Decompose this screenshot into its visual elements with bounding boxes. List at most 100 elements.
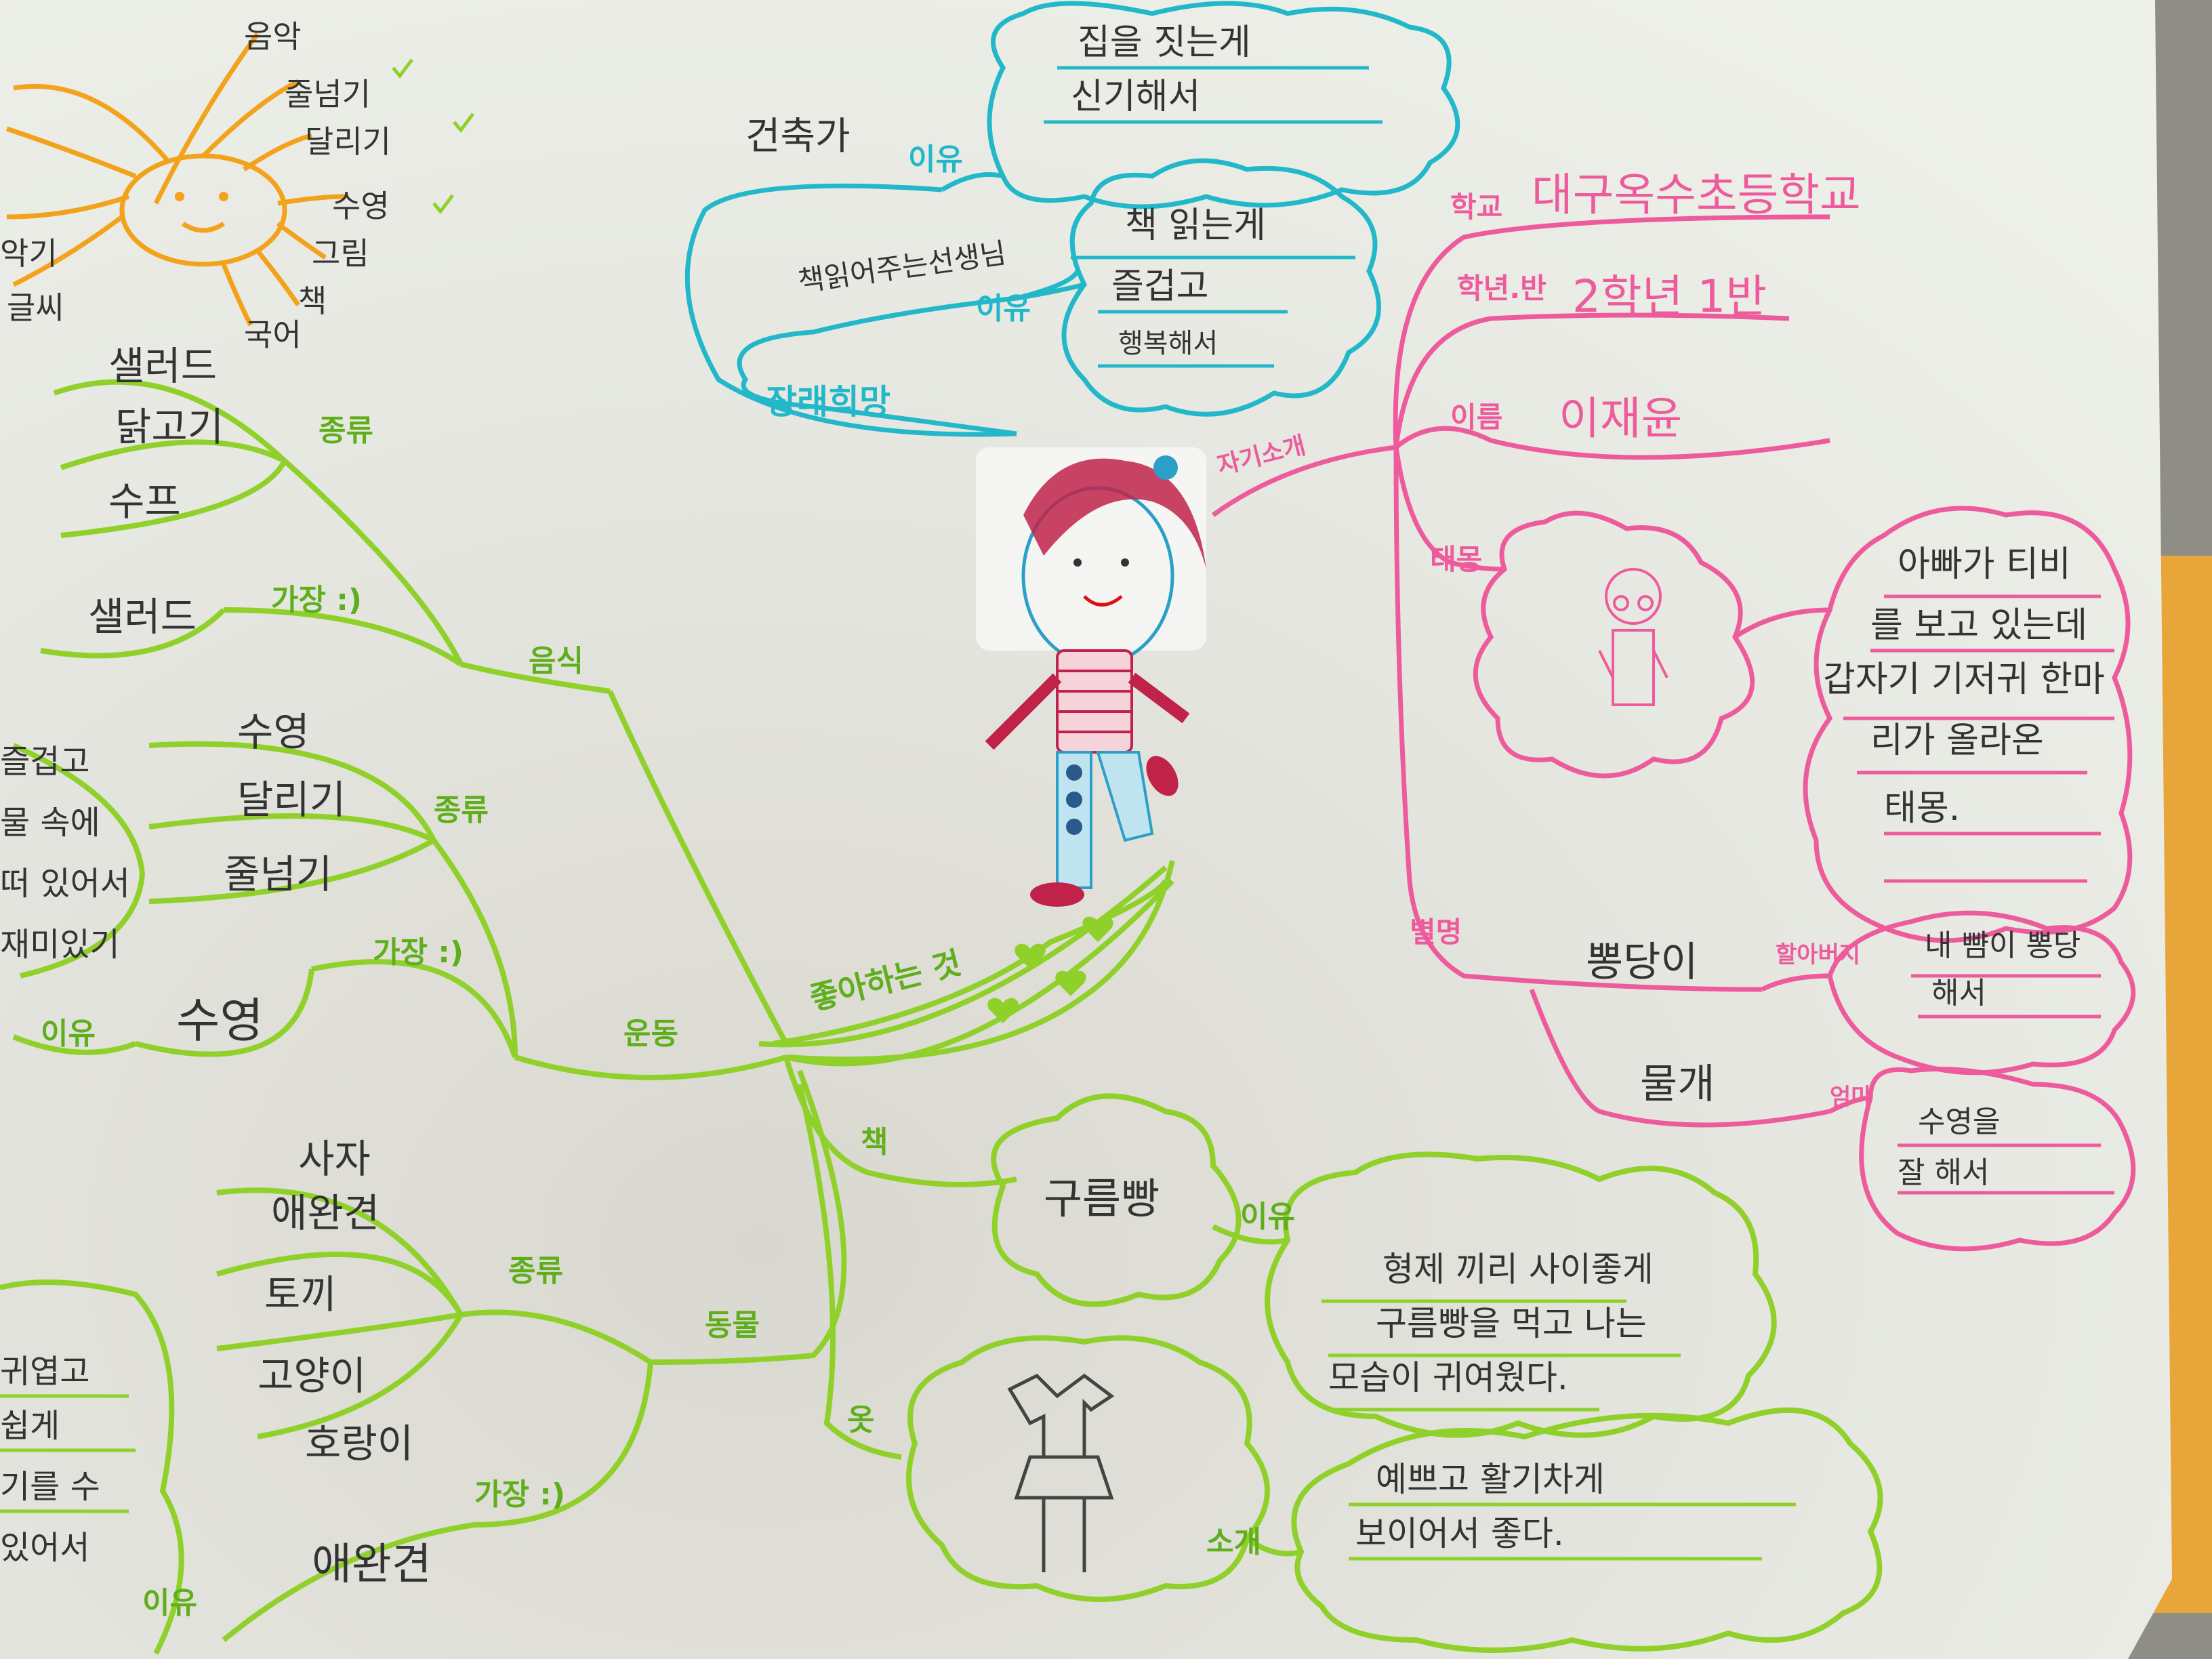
sun-ray: [277, 194, 346, 206]
nick2-reason-line: [1828, 1095, 1871, 1114]
food-kind-line: [283, 459, 464, 665]
sports-kind: 달리기: [237, 777, 346, 823]
birth-story-bubble: [1803, 506, 2133, 943]
animals-kind-label: 종류: [508, 1254, 563, 1288]
dress-drawing-icon: [1007, 1373, 1115, 1572]
sports-reason-line: 재미있기: [0, 926, 120, 964]
branch-line-food: [460, 661, 611, 694]
green-branches: [0, 379, 1883, 1655]
nick2-by: 엄마: [1830, 1084, 1872, 1111]
book-reason-line: 모습이 귀여웠다.: [1328, 1358, 1568, 1397]
name-label: 이름: [1450, 401, 1502, 434]
animal-best: 애완견: [312, 1540, 432, 1590]
green-underlines: [0, 1299, 1796, 1561]
animals-kind-bubble: [216, 1251, 464, 1316]
food-branch-label: 음식: [529, 644, 583, 678]
clothes-reason-line: 보이어서 좋다.: [1355, 1514, 1564, 1553]
birth-story-line: 리가 올라온: [1870, 720, 2044, 761]
person-drawing-icon: [1598, 568, 1668, 706]
sports-kind-line: [431, 838, 518, 1058]
nick1-reason-line: 내 뺨이 뽕당: [1925, 928, 2081, 963]
cyan-branches: [684, 1, 1460, 437]
sports-best-label: 가장 :): [373, 935, 464, 970]
hobby-item: 음악: [244, 18, 302, 55]
job1-reason-label: 이유: [908, 142, 963, 177]
animals-best-label: 가장 :): [474, 1477, 565, 1512]
clothes-reason-bubble: [1291, 1407, 1883, 1653]
child-drawing-icon: [985, 455, 1206, 907]
job2-reason-line: 책 읽는게: [1125, 205, 1266, 246]
animals-best-line: [222, 1361, 653, 1643]
nick1-value: 뽕당이: [1586, 939, 1698, 986]
book-reason-line: 구름빵을 먹고 나는: [1376, 1304, 1647, 1343]
nick2-value: 물개: [1640, 1061, 1715, 1108]
animals-reason-bubble: [0, 1279, 184, 1655]
nick1-reason-bubble: [1827, 910, 2136, 1076]
sun-ray: [153, 32, 260, 205]
birth-story-line: [1734, 607, 1830, 639]
sun-ray: [5, 126, 137, 179]
sun-ray: [201, 79, 300, 158]
food-kind-label: 종류: [319, 413, 373, 448]
hobby-eyes: [175, 192, 228, 201]
job2-reason-label: 이유: [976, 291, 1031, 326]
sports-reason-line: 떠 있어서: [0, 865, 130, 903]
sports-reason-line: 즐겁고: [0, 743, 89, 781]
food-kind: 닭고기: [115, 404, 224, 450]
dream-branch-label: 장래희망: [766, 382, 890, 422]
hobby-item: 줄넘기: [285, 76, 371, 112]
sun-ray: [276, 222, 327, 260]
job2-line: [1016, 282, 1085, 301]
sports-kind-bubble: [148, 838, 435, 904]
hearts-deco: [987, 916, 1113, 1023]
clothes-branch-label: 옷: [847, 1403, 874, 1437]
me-branch-line: [1211, 445, 1397, 517]
school-label: 학교: [1450, 190, 1502, 224]
branch-line: [785, 879, 1174, 1067]
center-leaf: [772, 879, 1168, 1046]
book-branch-label: 책: [861, 1125, 888, 1160]
job1-line: [941, 172, 1004, 192]
sun-ray: [221, 263, 253, 327]
nick1-reason-line: [1761, 973, 1830, 992]
hobby-item: 달리기: [305, 123, 391, 160]
grade-line: [1393, 312, 1790, 448]
clothes-reason-line: [1245, 1536, 1302, 1557]
food-kind-bubble: [53, 379, 287, 463]
sports-reason-bubble: [12, 743, 146, 979]
branch-line-animals: [650, 1069, 847, 1365]
birth-story-line: 태몽.: [1884, 788, 1960, 829]
animal-kind: 사자: [298, 1136, 371, 1182]
check-icon: [453, 112, 474, 134]
job2-reason-line: 행복해서: [1118, 328, 1218, 359]
branch-line-clothes: [797, 1084, 902, 1460]
grade-label: 학년.반: [1457, 272, 1547, 305]
food-kind-bubble: [60, 439, 286, 470]
book-title: 구름빵: [1044, 1174, 1160, 1223]
nick2-reason-bubble: [1859, 1067, 2136, 1252]
sun-smile: [182, 222, 225, 233]
sports-kind: 줄넘기: [224, 851, 332, 897]
check-icon: [392, 58, 413, 79]
animals-kind-bubble: [216, 1187, 464, 1316]
food-best-line: [223, 607, 463, 667]
book-reason-bubble: [1265, 1151, 1777, 1438]
food-best-label: 가장 :): [271, 583, 362, 617]
hobby-item: 악기: [0, 235, 58, 272]
animal-kind: 애완견: [271, 1190, 380, 1236]
job1-reason-line: 신기해서: [1071, 77, 1200, 117]
sports-reason-label: 이유: [41, 1017, 96, 1051]
animal-reason-line: 기를 수: [0, 1468, 100, 1506]
sports-kind-label: 종류: [434, 793, 489, 827]
food-best: 샐러드: [88, 594, 197, 640]
sun-ray: [6, 194, 130, 220]
sun-ray: [243, 133, 312, 171]
birth-label: 태몽: [1430, 543, 1482, 576]
hobby-item: 그림: [312, 235, 369, 272]
animals-kind-bubble: [257, 1313, 464, 1439]
sports-best-bubble: [135, 968, 314, 1057]
nick-line: [1393, 447, 1763, 992]
sports-reason-line: 물 속에: [0, 804, 100, 842]
hobby-item: 글씨: [7, 289, 64, 326]
job1-reason-line: 집을 짓는게: [1078, 22, 1251, 63]
